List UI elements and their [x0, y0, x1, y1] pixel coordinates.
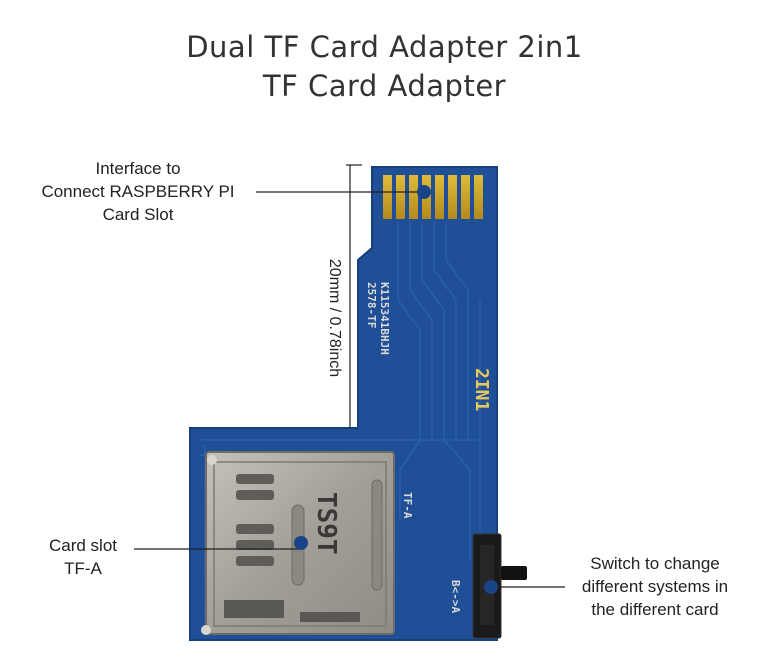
card-slot-callout-line-1: Card slot — [48, 536, 118, 555]
silkscreen-code-2: K115341BHJH — [378, 282, 391, 355]
slot-label: TF-A — [401, 492, 414, 519]
dimension-line — [346, 164, 362, 428]
callout-lines — [134, 191, 565, 588]
switch-callout-line-2: different systems in — [581, 577, 729, 596]
interface-marker-dot — [417, 185, 431, 199]
switch-callout-line-3: the different card — [591, 600, 719, 619]
silkscreen-code-1: 2578-TF — [365, 282, 378, 328]
switch-callout: Switch to change different systems in th… — [560, 552, 750, 621]
switch-marker-dot — [484, 580, 498, 594]
page-title: Dual TF Card Adapter 2in1 TF Card Adapte… — [0, 28, 769, 106]
system-switch — [472, 533, 527, 639]
card-slot-marker-dot — [294, 536, 308, 550]
card-mark: TS9T — [311, 492, 341, 555]
title-line-1: Dual TF Card Adapter 2in1 — [186, 30, 583, 64]
dimension-label: 20mm / 0.78inch — [326, 259, 343, 377]
interface-callout-line-2: Connect RASPBERRY PI — [41, 182, 235, 201]
switch-label: B<->A — [449, 580, 462, 613]
interface-callout: Interface to Connect RASPBERRY PI Card S… — [18, 157, 258, 226]
card-slot-callout: Card slot TF-A — [28, 534, 138, 580]
interface-callout-line-3: Card Slot — [102, 205, 174, 224]
model-mark: 2IN1 — [471, 368, 492, 411]
interface-callout-line-1: Interface to — [95, 159, 181, 178]
switch-callout-line-1: Switch to change — [590, 554, 720, 573]
card-slot-callout-line-2: TF-A — [64, 559, 102, 578]
title-line-2: TF Card Adapter — [262, 69, 507, 103]
